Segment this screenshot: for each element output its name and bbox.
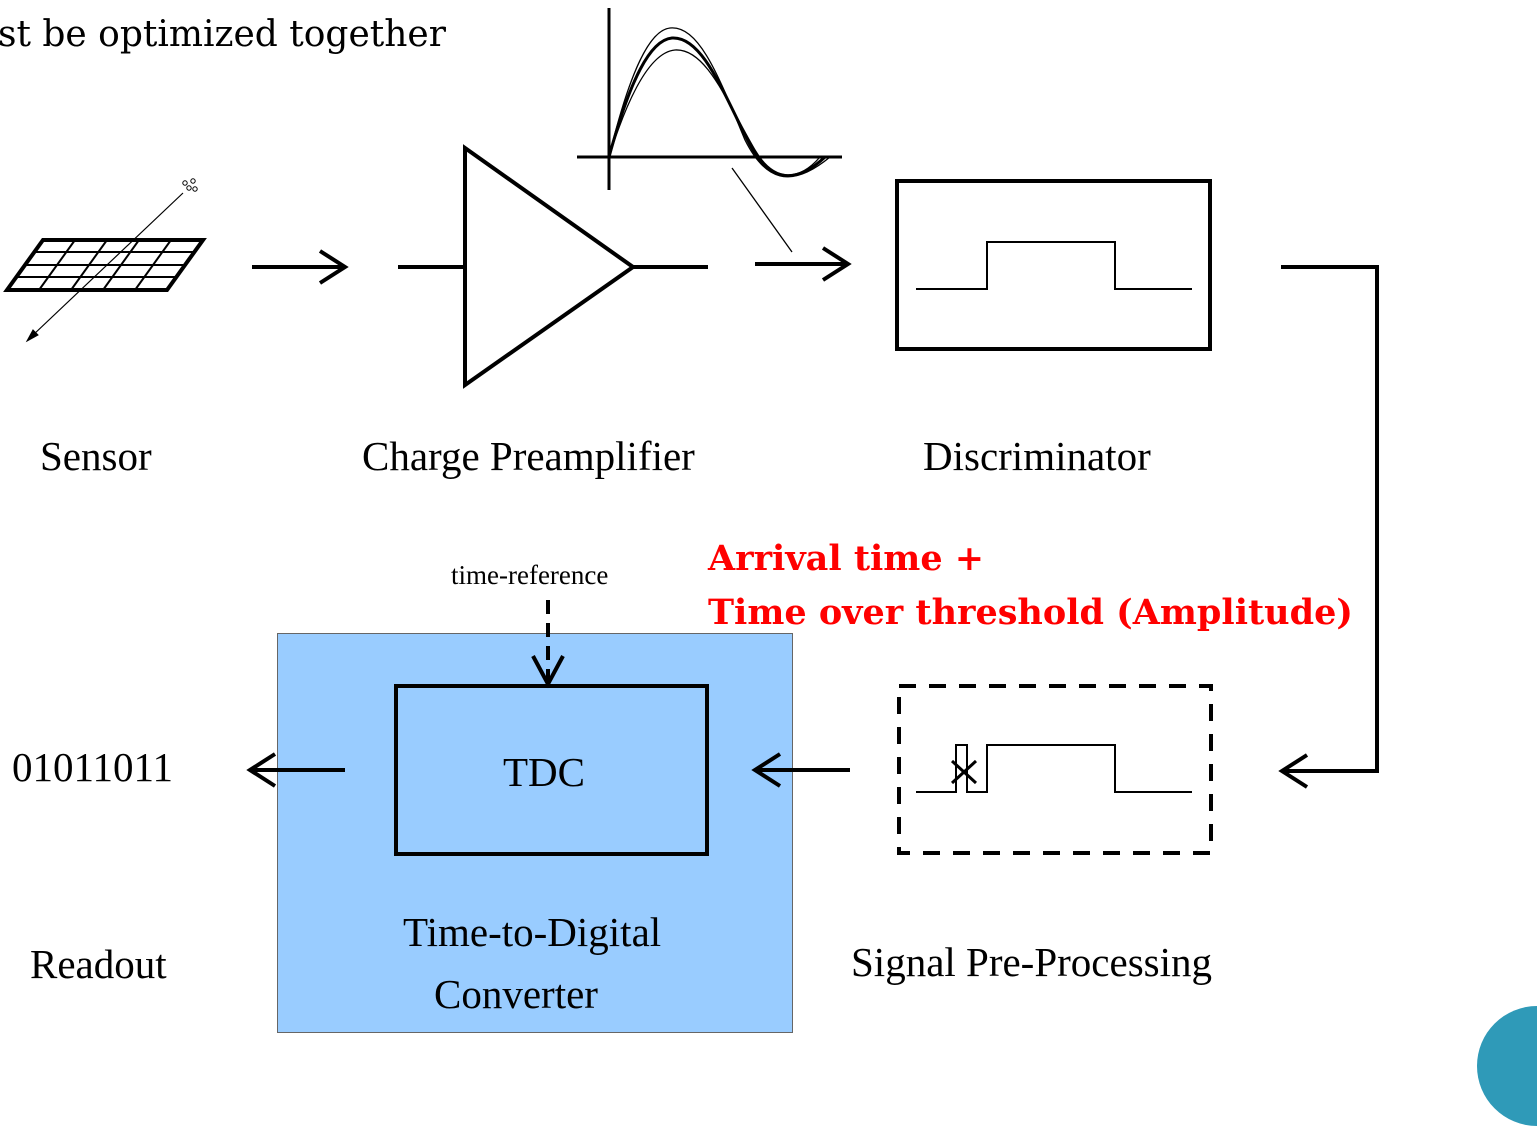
discriminator-box <box>895 179 1212 351</box>
discriminator-label: Discriminator <box>923 433 1151 479</box>
time-reference-label: time-reference <box>451 560 609 590</box>
preamp-label: Charge Preamplifier <box>362 433 695 479</box>
sensor-icon <box>3 178 207 343</box>
page-number: 3 <box>1512 978 1528 1004</box>
arrow-preamp-to-discriminator <box>755 246 852 282</box>
signal-chain-diagram: st be optimized together <box>0 8 1537 1126</box>
sensor-label: Sensor <box>40 433 152 479</box>
tdc-label-line2: Converter <box>434 971 598 1017</box>
tdc-label-line1: Time-to-Digital <box>403 909 662 955</box>
connector-discriminator-to-preprocessing <box>1278 265 1379 789</box>
tdc-box <box>394 684 709 856</box>
time-reference-arrow <box>531 600 565 689</box>
preprocessing-label: Signal Pre-Processing <box>851 939 1212 985</box>
arrow-sensor-to-preamp <box>252 249 349 285</box>
preprocessing-box <box>897 684 1213 855</box>
pulse-waveform-icon <box>577 8 842 253</box>
readout-label: Readout <box>30 941 167 987</box>
amplifier-icon <box>398 144 708 389</box>
output-bits: 01011011 <box>12 744 173 790</box>
tdc-label: TDC <box>503 749 585 795</box>
arrow-tdc-to-readout <box>246 752 345 788</box>
annotation-line2: Time over threshold (Amplitude) <box>708 592 1353 633</box>
arrow-preprocessing-to-tdc <box>751 752 850 788</box>
diagram-graphics <box>3 8 1379 856</box>
annotation-line1: Arrival time + <box>708 538 985 579</box>
header-text: st be optimized together <box>0 14 446 55</box>
